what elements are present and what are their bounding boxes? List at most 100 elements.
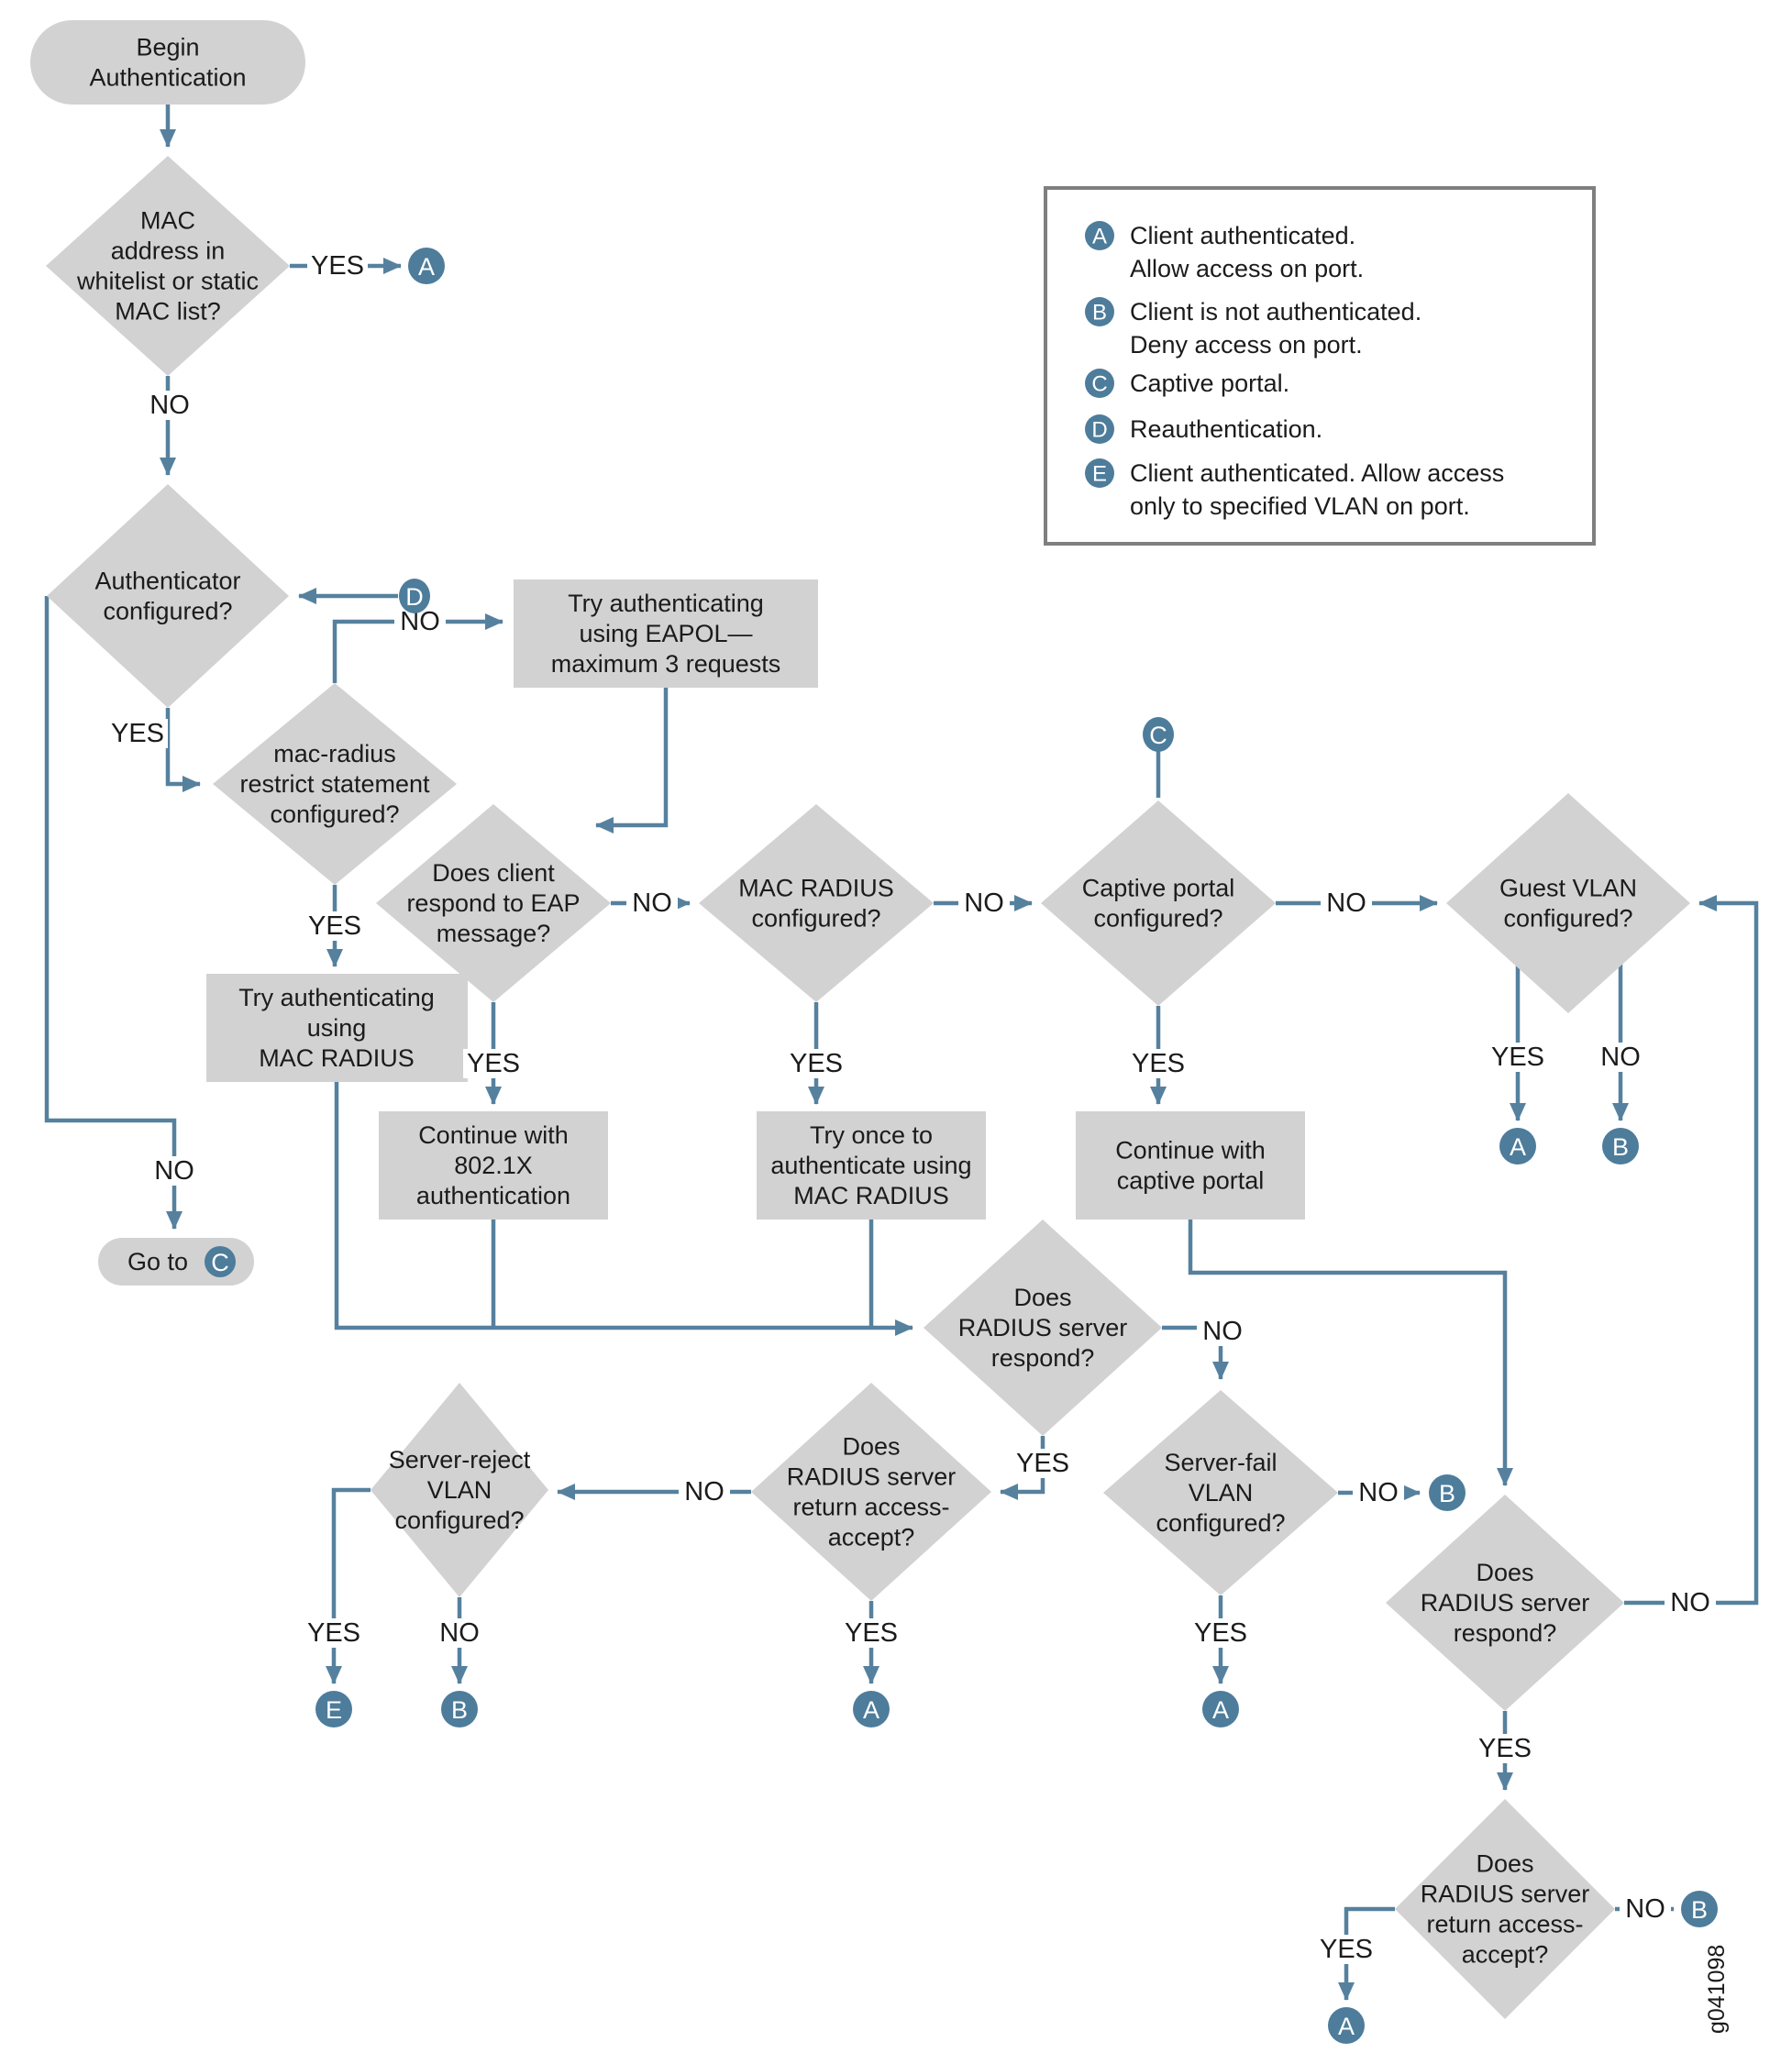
edge-server-reject-yes-to-e — [326, 1487, 371, 1684]
edge-access-accept-2-yes-to-a — [1338, 1906, 1395, 2001]
svg-text:B: B — [1691, 1896, 1708, 1924]
svg-text:A: A — [1092, 225, 1107, 249]
label-access-accept-1-yes: YES — [841, 1618, 902, 1648]
badge-b-guest-vlan-no: B — [1602, 1128, 1639, 1164]
label-authenticator-no: NO — [149, 1156, 200, 1186]
svg-text:B: B — [1439, 1480, 1455, 1507]
access-accept-2-diamond — [1395, 1799, 1615, 2019]
label-access-accept-1-no: NO — [679, 1477, 730, 1507]
radius-respond-2-diamond — [1386, 1495, 1624, 1711]
try-once-mac-radius-rect — [757, 1111, 986, 1220]
label-bg — [1475, 1734, 1535, 1763]
svg-text:NO: NO — [1600, 1043, 1641, 1072]
label-bg — [304, 911, 365, 941]
svg-text:A: A — [863, 1696, 879, 1724]
svg-text:B: B — [1612, 1133, 1629, 1161]
captive-portal-diamond — [1041, 800, 1276, 1006]
label-server-reject-yes: YES — [304, 1618, 364, 1648]
server-fail-diamond — [1103, 1390, 1338, 1595]
try-auth-mac-radius-rect — [206, 974, 468, 1082]
legend: A Client authenticated.Allow access on p… — [1044, 186, 1596, 546]
svg-text:NO: NO — [1670, 1588, 1710, 1617]
access-accept-1-diamond — [751, 1383, 991, 1601]
edge-labels: YES NO YES NO NO YES NO YES YES NO YES N… — [107, 251, 1716, 1964]
label-bg — [1595, 1043, 1646, 1072]
label-bg — [149, 1156, 200, 1186]
label-mac-radius-configured-yes: YES — [786, 1049, 846, 1078]
svg-text:NO: NO — [1625, 1894, 1665, 1924]
svg-text:NO: NO — [439, 1618, 480, 1648]
mac-radius-configured-diamond — [699, 804, 934, 1002]
node-go-to-c: Go to C — [98, 1238, 254, 1286]
label-bg — [1197, 1317, 1248, 1346]
svg-text:NO: NO — [1326, 889, 1366, 918]
svg-text:YES: YES — [1478, 1734, 1532, 1763]
mac-whitelist-diamond — [46, 156, 290, 376]
svg-text:YES: YES — [1132, 1049, 1185, 1078]
label-bg — [1128, 1049, 1189, 1078]
svg-text:YES: YES — [790, 1049, 843, 1078]
svg-text:NO: NO — [632, 889, 672, 918]
legend-item-d: D Reauthentication. — [1085, 414, 1322, 444]
label-radius-respond-1-yes: YES — [1012, 1449, 1073, 1478]
label-authenticator-yes: YES — [107, 719, 168, 748]
guest-vlan-diamond — [1446, 793, 1690, 1013]
svg-text:D: D — [1091, 418, 1107, 443]
badge-b-access-accept-2-no: B — [1681, 1891, 1718, 1927]
badges: A D C A B E B A B A A B — [315, 248, 1718, 2044]
label-bg — [463, 1049, 524, 1078]
label-server-fail-no: NO — [1353, 1478, 1404, 1507]
svg-text:B: B — [451, 1696, 468, 1724]
badge-c-captive-portal-entry: C — [1143, 717, 1174, 752]
legend-item-a: A Client authenticated.Allow access on p… — [1085, 221, 1364, 282]
label-bg — [434, 1618, 485, 1648]
label-radius-respond-2-yes: YES — [1475, 1734, 1535, 1763]
label-bg — [1353, 1478, 1404, 1507]
svg-text:YES: YES — [307, 1618, 360, 1648]
label-guest-vlan-no: NO — [1595, 1043, 1646, 1072]
label-does-client-yes: YES — [463, 1049, 524, 1078]
continue-captive-rect — [1076, 1111, 1305, 1220]
svg-text:NO: NO — [1202, 1317, 1243, 1346]
edge-authenticator-yes-to-mac-radius-restrict — [165, 708, 201, 792]
badge-a-access-accept-2-yes: A — [1328, 2007, 1365, 2044]
label-radius-respond-1-no: NO — [1197, 1317, 1248, 1346]
svg-text:Reauthentication.: Reauthentication. — [1130, 415, 1322, 443]
svg-text:YES: YES — [111, 719, 164, 748]
label-radius-respond-2-no: NO — [1665, 1588, 1716, 1617]
label-server-fail-yes: YES — [1190, 1618, 1251, 1648]
svg-text:YES: YES — [311, 251, 364, 281]
badge-b-server-fail-no: B — [1429, 1474, 1466, 1511]
svg-text:YES: YES — [1320, 1935, 1373, 1964]
svg-text:A: A — [1212, 1696, 1229, 1724]
label-bg — [1190, 1618, 1251, 1648]
label-bg — [626, 889, 678, 918]
svg-text:YES: YES — [845, 1618, 898, 1648]
svg-text:NO: NO — [154, 1156, 194, 1186]
label-bg — [304, 1618, 364, 1648]
svg-text:YES: YES — [1016, 1449, 1069, 1478]
label-access-accept-2-yes: YES — [1316, 1935, 1377, 1964]
radius-respond-1-diamond — [924, 1220, 1162, 1436]
